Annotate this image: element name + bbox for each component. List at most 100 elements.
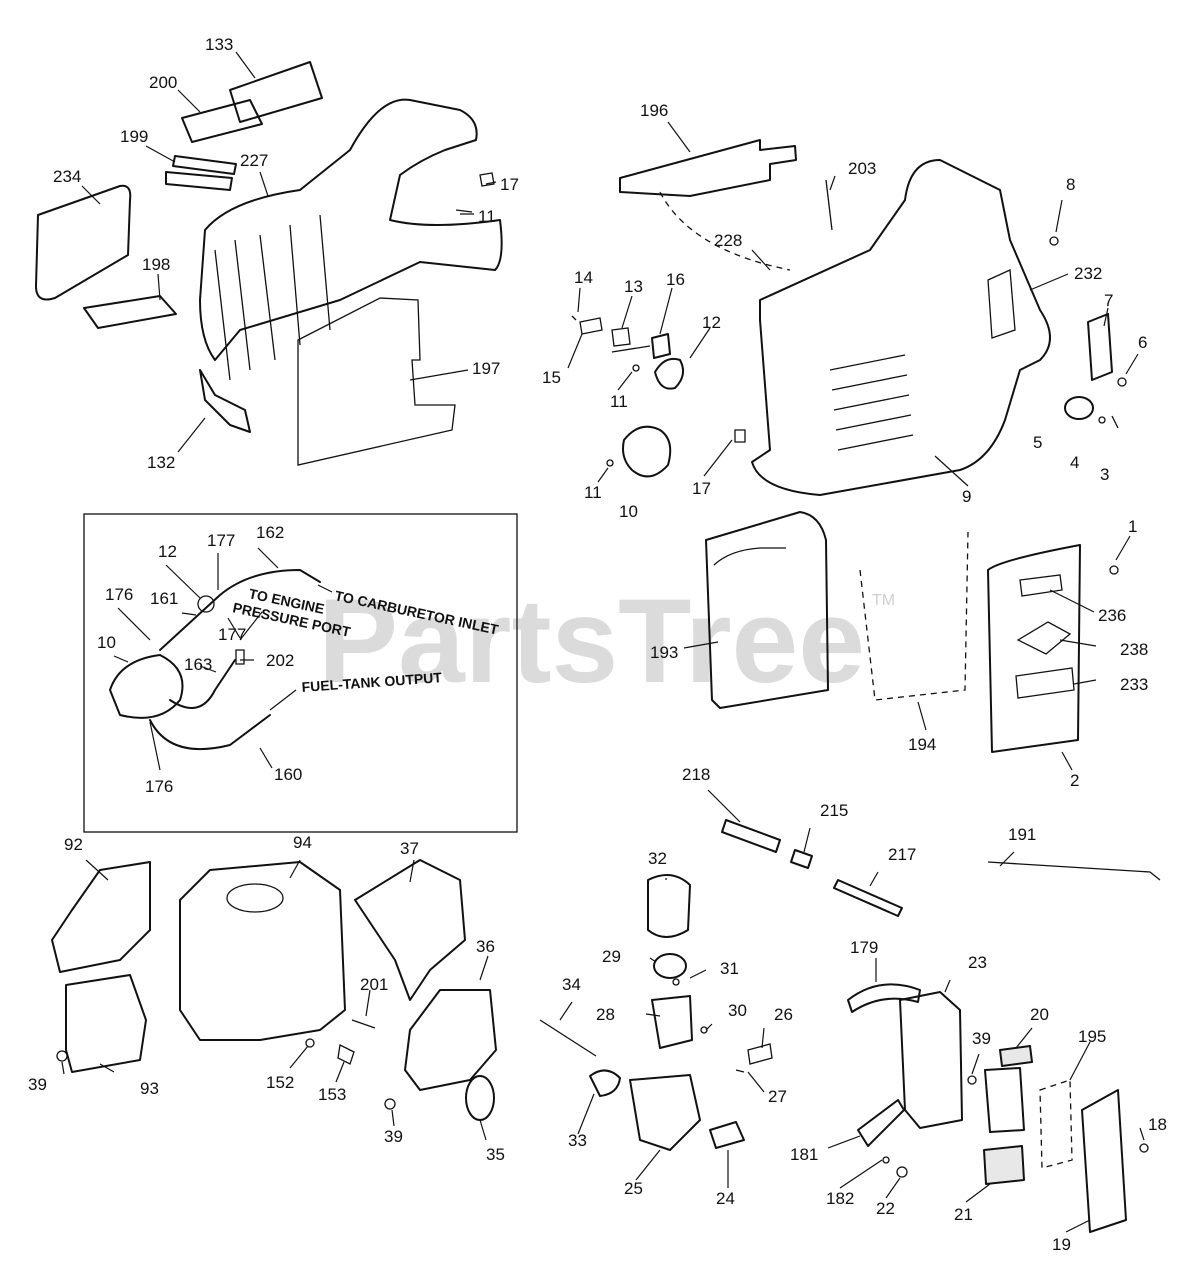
leader-lines bbox=[61, 51, 1145, 1233]
part-number: 39 bbox=[28, 1075, 47, 1094]
part-193-panel bbox=[705, 511, 829, 709]
inset-hose-163 bbox=[169, 659, 236, 709]
valve-lever bbox=[611, 345, 651, 353]
part-number: 182 bbox=[826, 1189, 854, 1208]
arrow-tank bbox=[269, 689, 297, 711]
part-23-base bbox=[899, 991, 963, 1129]
part-27-clip bbox=[735, 1069, 745, 1073]
part-number: 30 bbox=[728, 1001, 747, 1020]
inset-hose-160 bbox=[149, 714, 271, 751]
part-8-screw bbox=[1049, 236, 1059, 246]
part-number: 179 bbox=[850, 938, 878, 957]
part-number: 26 bbox=[774, 1005, 793, 1024]
part-number: 16 bbox=[666, 270, 685, 289]
part-number: 203 bbox=[848, 159, 876, 178]
part-25-carburetor bbox=[629, 1074, 701, 1151]
part-217-hose bbox=[833, 879, 903, 917]
part-11-screw-a bbox=[455, 209, 473, 213]
part-152-screw bbox=[305, 1038, 315, 1048]
part-number: 176 bbox=[105, 585, 133, 604]
part-194-gasket bbox=[859, 531, 969, 701]
part-number: 11 bbox=[610, 392, 628, 411]
part-number: 233 bbox=[1120, 675, 1148, 694]
part-39-screw-c bbox=[967, 1075, 977, 1085]
part-92-shroud bbox=[51, 861, 151, 973]
part-2-panel bbox=[987, 544, 1081, 753]
part-182-screw bbox=[882, 1156, 890, 1164]
side-panels bbox=[705, 511, 1119, 753]
part-number: 162 bbox=[256, 523, 284, 542]
part-number: 191 bbox=[1008, 825, 1036, 844]
part-21-foam bbox=[983, 1145, 1025, 1185]
part-number: 200 bbox=[149, 73, 177, 92]
part-number: 163 bbox=[184, 655, 212, 674]
part-number: 93 bbox=[140, 1079, 159, 1098]
part-11-screw-c bbox=[606, 459, 614, 467]
part-133-plate bbox=[229, 61, 323, 123]
part-228-guide bbox=[659, 191, 791, 271]
part-32-cap bbox=[647, 874, 691, 938]
carburetor-assembly bbox=[539, 874, 773, 1151]
inset-fitting-202 bbox=[235, 649, 245, 665]
front-shroud-assembly bbox=[35, 61, 503, 466]
part-number: 177 bbox=[218, 625, 246, 644]
part-number: 37 bbox=[400, 839, 419, 858]
part-number: 27 bbox=[768, 1087, 787, 1106]
part-number: 199 bbox=[120, 127, 148, 146]
part-19-cover bbox=[1081, 1089, 1127, 1233]
panel-193-cutout bbox=[713, 547, 786, 566]
part-number: 9 bbox=[962, 487, 971, 506]
part-29-cup bbox=[653, 953, 687, 979]
part-191-wire bbox=[987, 861, 1161, 881]
part-number: 7 bbox=[1104, 291, 1113, 310]
part-33-gasket bbox=[589, 1069, 621, 1097]
part-39-screw-a bbox=[56, 1050, 68, 1062]
part-number: 217 bbox=[888, 845, 916, 864]
part-15-plate bbox=[579, 317, 603, 335]
part-number: 161 bbox=[150, 589, 178, 608]
part-number-labels: 133 200 199 227 234 17 11 198 197 132 19… bbox=[28, 35, 1167, 1254]
part-number: 153 bbox=[318, 1085, 346, 1104]
part-227-shroud bbox=[199, 98, 503, 361]
part-number: 176 bbox=[145, 777, 173, 796]
part-number: 17 bbox=[692, 479, 711, 498]
part-number: 12 bbox=[158, 542, 177, 561]
part-218-hose bbox=[721, 819, 781, 853]
watermark: PartsTree bbox=[318, 574, 865, 708]
part-number: 238 bbox=[1120, 640, 1148, 659]
part-93-cover bbox=[65, 974, 147, 1073]
part-number: 234 bbox=[53, 167, 81, 186]
part-198-pad bbox=[83, 295, 177, 329]
part-number: 25 bbox=[624, 1179, 643, 1198]
watermark-tm: TM bbox=[872, 592, 895, 609]
part-number: 19 bbox=[1052, 1235, 1071, 1254]
inset-hose-162 bbox=[159, 569, 321, 651]
part-20-pad bbox=[999, 1045, 1033, 1067]
part-17-clip-b bbox=[734, 429, 746, 443]
part-number: 28 bbox=[596, 1005, 615, 1024]
part-number: 196 bbox=[640, 101, 668, 120]
part-37-baffle bbox=[354, 859, 466, 1001]
part-number: 181 bbox=[790, 1145, 818, 1164]
arrow-carb bbox=[317, 584, 333, 593]
part-number: 160 bbox=[274, 765, 302, 784]
part-number: 12 bbox=[702, 313, 721, 332]
part-196-pad bbox=[619, 139, 797, 197]
part-number: 4 bbox=[1070, 453, 1079, 472]
air-filter-assembly bbox=[847, 983, 1149, 1233]
part-7-bracket bbox=[1087, 313, 1113, 381]
part-197-pad bbox=[297, 297, 456, 466]
housing-vents bbox=[829, 354, 914, 451]
part-200-pad bbox=[181, 99, 263, 143]
part-number: 94 bbox=[293, 833, 312, 852]
part-181-lever bbox=[857, 1099, 905, 1147]
part-number: 201 bbox=[360, 975, 388, 994]
part-number: 92 bbox=[64, 835, 83, 854]
part-153-plug bbox=[337, 1044, 355, 1065]
shroud-ribs bbox=[214, 214, 331, 381]
part-number: 32 bbox=[648, 849, 667, 868]
part-number: 2 bbox=[1070, 771, 1079, 790]
part-number: 228 bbox=[714, 231, 742, 250]
part-number: 17 bbox=[500, 175, 519, 194]
part-number: 36 bbox=[476, 937, 495, 956]
